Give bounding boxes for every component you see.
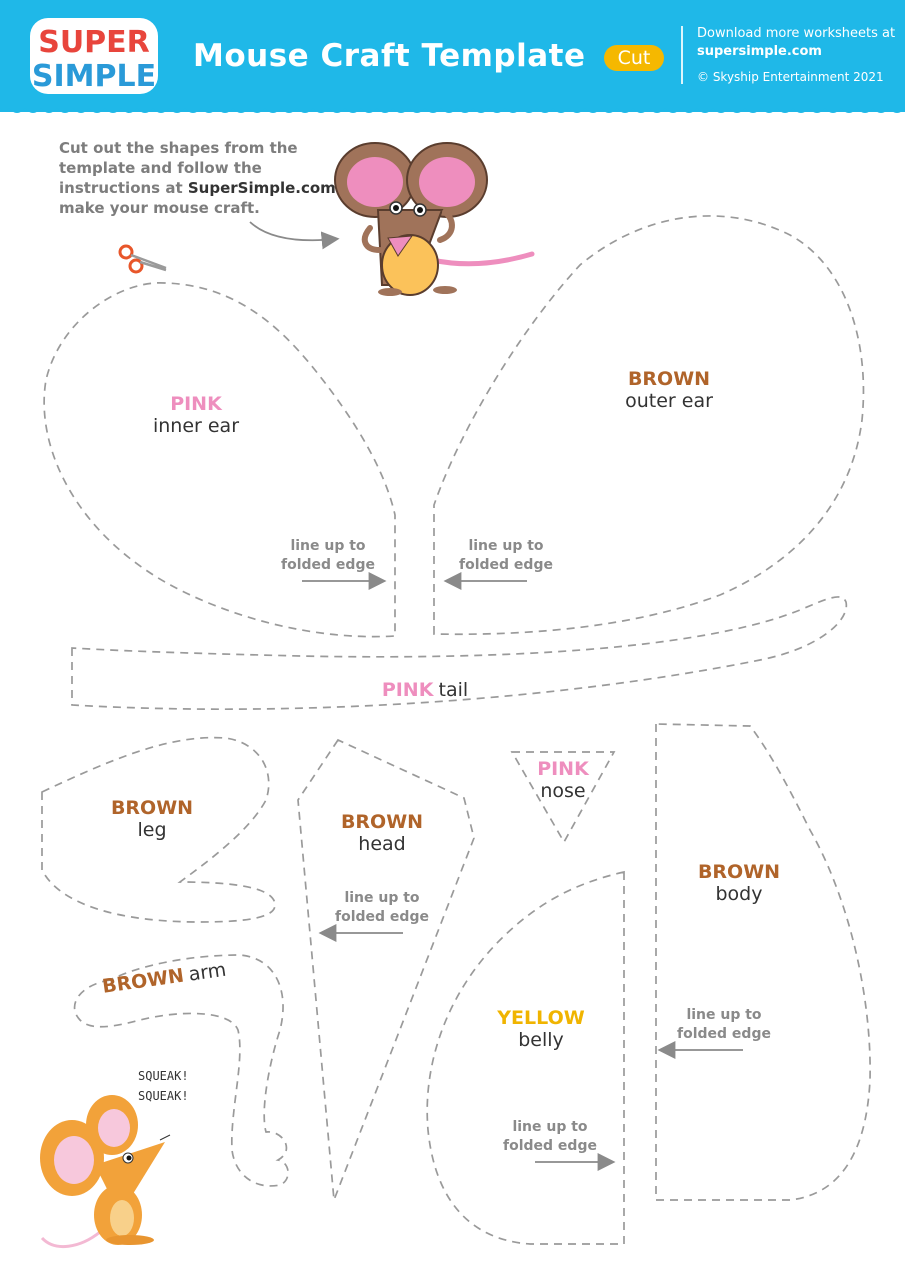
header-divider [681, 26, 683, 84]
arm-part: arm [187, 958, 228, 986]
logo-text-bottom: SIMPLE [32, 59, 156, 94]
mouse-illustration [334, 142, 535, 296]
fold-note: line up to folded edge [268, 537, 388, 575]
copyright-text: © Skyship Entertainment 2021 [697, 70, 884, 84]
fold-note: line up to folded edge [446, 537, 566, 575]
arm-cut-line [73, 954, 289, 1187]
outer-ear-cut-line [433, 215, 865, 636]
scissors-icon[interactable] [118, 244, 167, 274]
fold-note-line1: line up to [512, 1119, 588, 1135]
fold-note-line2: folded edge [677, 1026, 771, 1042]
instructions-site-link[interactable]: SuperSimple.com [187, 179, 336, 197]
tail-label: PINK tail [355, 679, 495, 702]
squeak-line: SQUEAK! [138, 1089, 189, 1103]
fold-note-line2: folded edge [281, 557, 375, 573]
nose-cut-line [510, 751, 616, 844]
cut-badge: Cut [604, 45, 664, 71]
leg-cut-line [41, 736, 276, 923]
fold-note: line up to folded edge [322, 889, 442, 927]
fold-note-line1: line up to [344, 890, 420, 906]
head-cut-line [297, 738, 475, 1201]
inner-ear-cut-line [43, 282, 396, 638]
page-title: Mouse Craft Template [193, 38, 586, 74]
inner-ear-part: inner ear [152, 415, 240, 437]
squeak-text: SQUEAK! SQUEAK! [138, 1066, 189, 1106]
instructions-text: Cut out the shapes from the template and… [59, 138, 359, 218]
nose-part: nose [540, 780, 586, 802]
head-color: BROWN [340, 811, 424, 833]
super-simple-logo: SUPER SIMPLE [30, 18, 158, 94]
body-label: BROWN body [679, 861, 799, 905]
outer-ear-label: BROWN outer ear [609, 368, 729, 412]
leg-label: BROWN leg [92, 797, 212, 841]
logo-text-top: SUPER [38, 25, 150, 60]
inner-ear-label: PINK inner ear [136, 393, 256, 437]
body-color: BROWN [697, 861, 781, 883]
leg-color: BROWN [110, 797, 194, 819]
inner-ear-color: PINK [170, 393, 222, 415]
fold-note: line up to folded edge [490, 1118, 610, 1156]
squeaking-mouse-illustration [40, 1095, 171, 1249]
fold-note-line2: folded edge [459, 557, 553, 573]
head-label: BROWN head [322, 811, 442, 855]
instructions-body: Cut out the shapes from the template and… [59, 139, 298, 197]
tail-color: PINK [381, 679, 434, 701]
belly-cut-line [426, 870, 625, 1245]
download-text: Download more worksheets at [697, 26, 896, 41]
header-scallop-edge [0, 104, 905, 113]
fold-note-line1: line up to [686, 1007, 762, 1023]
outer-ear-color: BROWN [627, 368, 711, 390]
belly-color: YELLOW [497, 1007, 585, 1029]
body-part: body [715, 883, 763, 905]
leg-part: leg [137, 819, 167, 841]
nose-label: PINK nose [513, 758, 613, 802]
belly-part: belly [518, 1029, 564, 1051]
tail-part: tail [438, 679, 469, 701]
fold-note: line up to folded edge [664, 1006, 784, 1044]
squeak-line: SQUEAK! [138, 1069, 189, 1083]
nose-color: PINK [537, 758, 589, 780]
download-link[interactable]: supersimple.com [697, 44, 822, 59]
head-part: head [358, 833, 406, 855]
fold-note-line2: folded edge [335, 909, 429, 925]
fold-note-line1: line up to [290, 538, 366, 554]
body-cut-line [655, 723, 871, 1201]
belly-label: YELLOW belly [481, 1007, 601, 1051]
pointer-arrow-icon [249, 221, 340, 250]
fold-note-line2: folded edge [503, 1138, 597, 1154]
tail-cut-line [71, 596, 848, 711]
fold-note-line1: line up to [468, 538, 544, 554]
outer-ear-part: outer ear [625, 390, 713, 412]
